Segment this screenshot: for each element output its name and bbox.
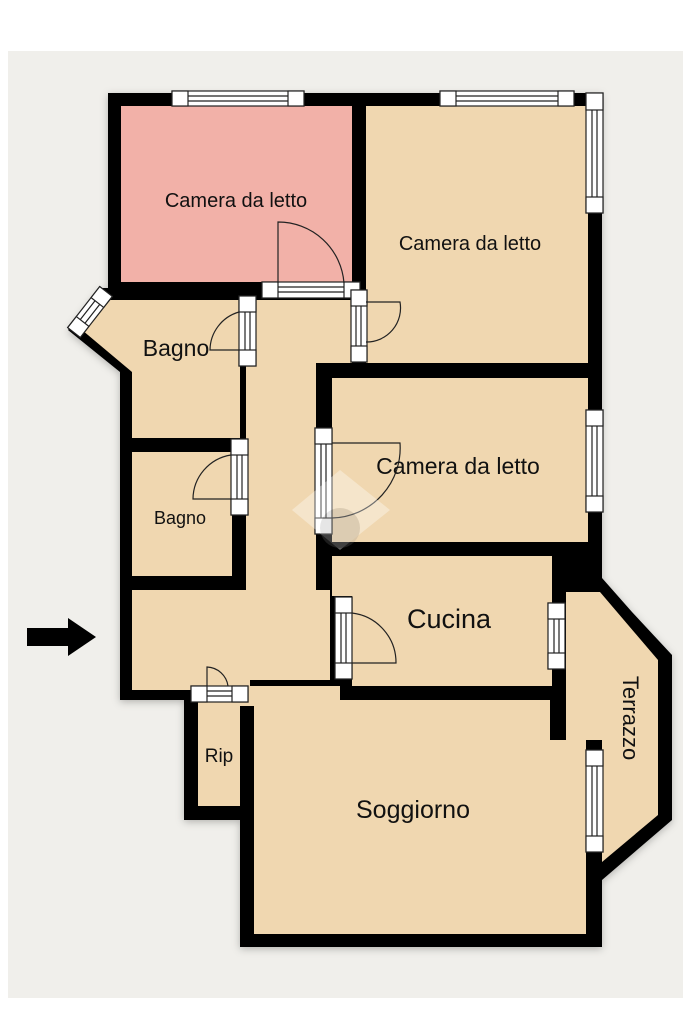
door-swing-icon: [209, 311, 240, 351]
room-terrace: [566, 592, 658, 862]
room-labels: Camera da letto Camera da letto Bagno Ba…: [143, 190, 643, 824]
label-bedroom-2: Camera da letto: [399, 233, 541, 255]
label-terrace: Terrazzo: [618, 676, 643, 760]
room-bedroom-2: [366, 106, 588, 363]
door-swing-icon: [365, 301, 402, 343]
window-icon: [66, 285, 114, 339]
label-bedroom-3: Camera da letto: [376, 453, 540, 479]
room-bathroom-2: [132, 452, 232, 576]
door-frame-icon: [190, 685, 249, 703]
label-bathroom-1: Bagno: [143, 335, 210, 361]
watermark-logo-icon: [292, 470, 390, 550]
windows: [66, 90, 604, 853]
room-living-room: [254, 700, 586, 934]
room-storage: [198, 702, 240, 806]
room-bathroom-1: [82, 300, 240, 438]
label-kitchen: Cucina: [407, 604, 492, 634]
door-swing-icon: [331, 442, 401, 519]
window-icon: [585, 749, 604, 853]
window-icon: [585, 92, 604, 214]
door-frame-icon: [261, 281, 361, 299]
room-bedroom-3: [332, 378, 588, 542]
door-frame-icon: [334, 596, 353, 680]
door-frame-icon: [350, 289, 368, 363]
door-frame-icon: [238, 295, 257, 367]
label-living-room: Soggiorno: [356, 796, 470, 824]
label-bedroom-1: Camera da letto: [165, 190, 307, 212]
door-swing-icon: [351, 612, 397, 664]
room-hallway: [132, 300, 352, 690]
room-bedroom-1: [121, 106, 352, 282]
door-swing-icon: [206, 666, 229, 687]
room-fills: [82, 106, 658, 934]
window-icon: [439, 90, 575, 107]
window-icon: [585, 409, 604, 513]
door-frame-icon: [314, 427, 333, 535]
door-frame-icon: [230, 438, 249, 516]
door-swing-icon: [192, 454, 232, 500]
window-icon: [171, 90, 305, 107]
label-storage: Rip: [205, 746, 234, 767]
door-swings: [192, 221, 402, 687]
door-swing-icon: [277, 221, 345, 284]
window-icon: [547, 602, 566, 670]
label-bathroom-2: Bagno: [154, 508, 206, 528]
arrow-right-icon: [27, 618, 96, 656]
